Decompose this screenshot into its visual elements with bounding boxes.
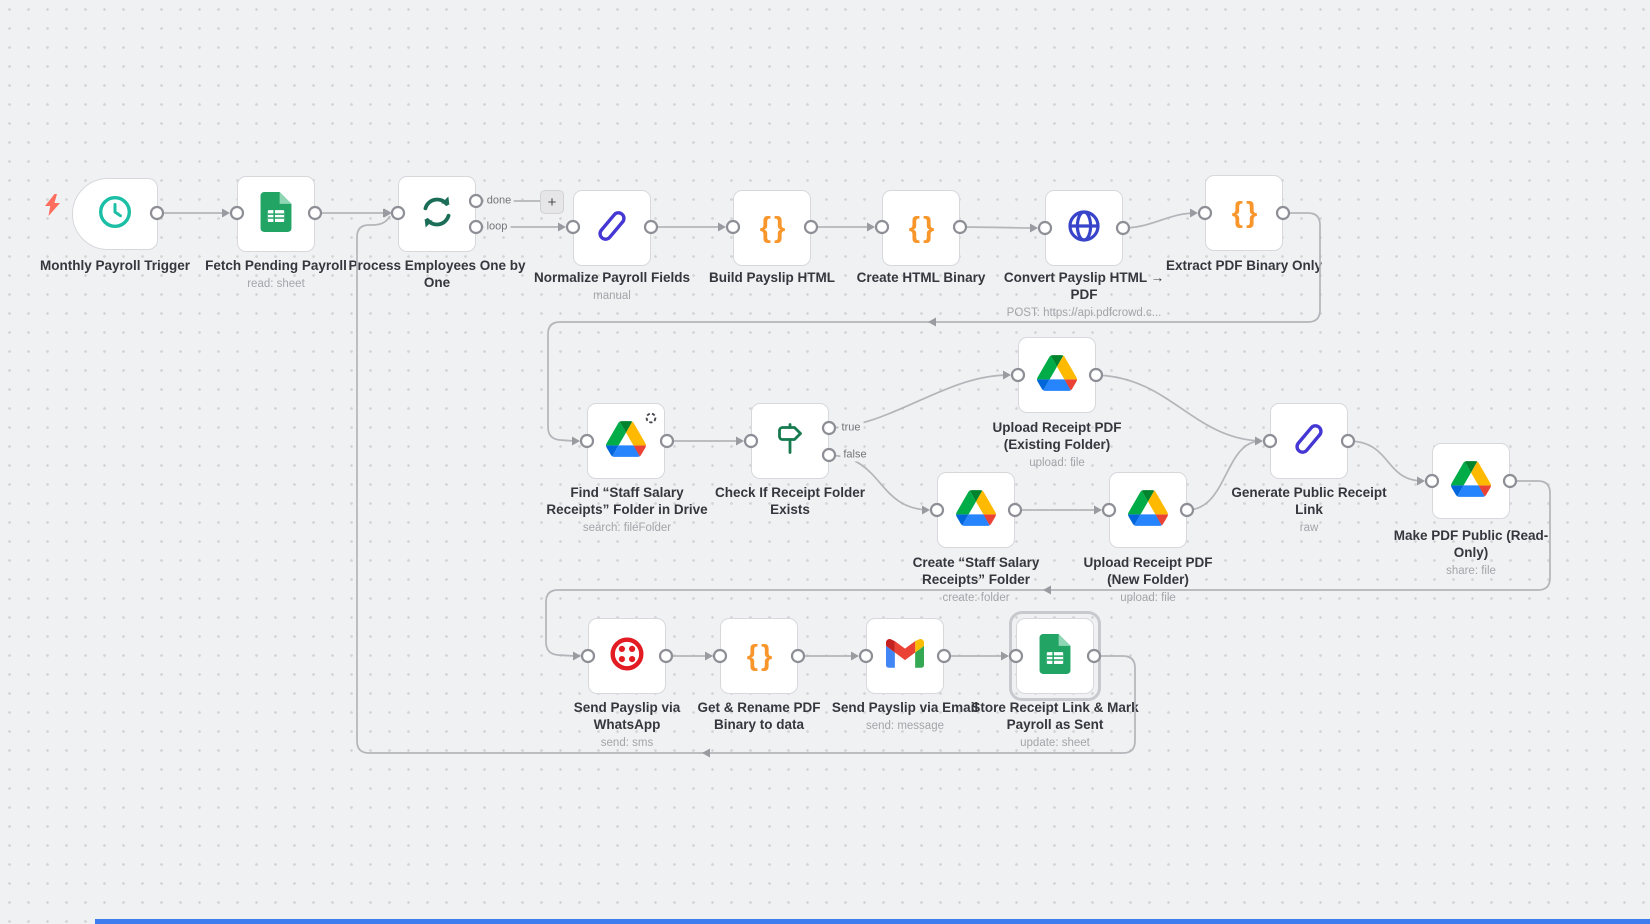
spinner-icon	[645, 411, 657, 429]
connection-arrow	[384, 208, 392, 218]
code-icon: {}	[908, 211, 938, 244]
node-fetch-pending-payroll[interactable]	[237, 176, 315, 252]
add-node-button[interactable]: +	[540, 190, 564, 214]
node-upload-receipt-pdf-new-folder[interactable]	[1109, 472, 1187, 548]
google-drive-icon	[606, 420, 646, 462]
google-drive-icon	[1037, 354, 1077, 396]
connection-arrow	[705, 651, 713, 661]
connection-arrow	[1030, 223, 1038, 233]
twilio-icon	[607, 634, 647, 679]
node-label: Make PDF Public (Read-Only)share: file	[1393, 528, 1549, 577]
node-convert-payslip-html-pdf[interactable]	[1045, 190, 1123, 266]
node-store-receipt-link-mark-sent[interactable]	[1016, 618, 1094, 694]
clock-icon	[95, 192, 135, 237]
loop-icon	[416, 191, 458, 238]
node-send-payslip-via-whatsapp[interactable]	[588, 618, 666, 694]
bottom-scrollbar[interactable]	[95, 919, 1650, 924]
connection-arrow	[922, 505, 930, 515]
pencil-icon	[1289, 419, 1329, 464]
trigger-lightning-icon	[44, 194, 61, 221]
output-label-false: false	[840, 448, 870, 462]
node-label: Extract PDF Binary Only	[1165, 258, 1323, 273]
connection-wire[interactable]	[1347, 440, 1424, 482]
google-drive-icon	[1451, 460, 1491, 502]
connection-wire[interactable]	[1122, 212, 1197, 229]
node-find-staff-salary-receipts-folder[interactable]	[587, 403, 665, 479]
google-sheets-icon	[1039, 633, 1071, 679]
google-drive-icon	[956, 489, 996, 531]
connection-arrow	[1003, 370, 1011, 380]
output-label-true: true	[838, 421, 864, 435]
node-label: Upload Receipt PDF (Existing Folder)uplo…	[992, 420, 1122, 469]
node-upload-receipt-pdf-existing-folder[interactable]	[1018, 337, 1096, 413]
code-icon: {}	[759, 211, 789, 244]
node-label: Upload Receipt PDF (New Folder)upload: f…	[1083, 555, 1213, 604]
code-icon: {}	[746, 639, 776, 672]
node-extract-pdf-binary-only[interactable]: {}	[1205, 175, 1283, 251]
connection-arrow	[851, 651, 859, 661]
node-label: Monthly Payroll Trigger	[39, 258, 191, 273]
node-send-payslip-via-email[interactable]	[866, 618, 944, 694]
output-label-loop: loop	[483, 220, 511, 234]
connection-arrow	[1417, 476, 1425, 486]
connection-arrow	[572, 436, 580, 446]
node-make-pdf-public-read-only[interactable]	[1432, 443, 1510, 519]
connection-arrow	[718, 222, 726, 232]
gmail-icon	[886, 638, 924, 673]
node-process-employees-one-by-one[interactable]	[398, 176, 476, 252]
node-monthly-payroll-trigger[interactable]	[72, 178, 158, 250]
connection-arrow	[558, 222, 566, 232]
pencil-icon	[592, 206, 632, 251]
node-normalize-payroll-fields[interactable]	[573, 190, 651, 266]
node-create-staff-salary-receipts-folder[interactable]	[937, 472, 1015, 548]
connection-arrow	[383, 208, 391, 218]
connection-arrow	[867, 222, 875, 232]
connection-arrow	[1255, 436, 1263, 446]
connection-wire[interactable]	[959, 226, 1037, 229]
node-build-payslip-html[interactable]: {}	[733, 190, 811, 266]
globe-icon	[1064, 206, 1104, 251]
node-label: Process Employees One by One	[348, 258, 526, 290]
signpost-icon	[770, 419, 810, 464]
node-check-if-receipt-folder-exists[interactable]	[751, 403, 829, 479]
connection-arrow	[573, 651, 581, 661]
connection-arrow	[702, 748, 710, 758]
connection-arrow	[1094, 505, 1102, 515]
node-create-html-binary[interactable]: {}	[882, 190, 960, 266]
connection-arrow	[928, 317, 936, 327]
google-drive-icon	[1128, 489, 1168, 531]
google-sheets-icon	[260, 191, 292, 237]
node-label: Check If Receipt Folder Exists	[714, 485, 866, 517]
output-label-done: done	[483, 194, 515, 208]
node-generate-public-receipt-link[interactable]	[1270, 403, 1348, 479]
connection-arrow	[222, 208, 230, 218]
code-icon: {}	[1231, 196, 1261, 229]
node-label: Find “Staff Salary Receipts” Folder in D…	[546, 485, 708, 534]
connection-arrow	[1001, 651, 1009, 661]
node-label: Store Receipt Link & Mark Payroll as Sen…	[971, 700, 1139, 749]
node-get-rename-pdf-binary[interactable]: {}	[720, 618, 798, 694]
connection-arrow	[736, 436, 744, 446]
connection-arrow	[1190, 208, 1198, 218]
